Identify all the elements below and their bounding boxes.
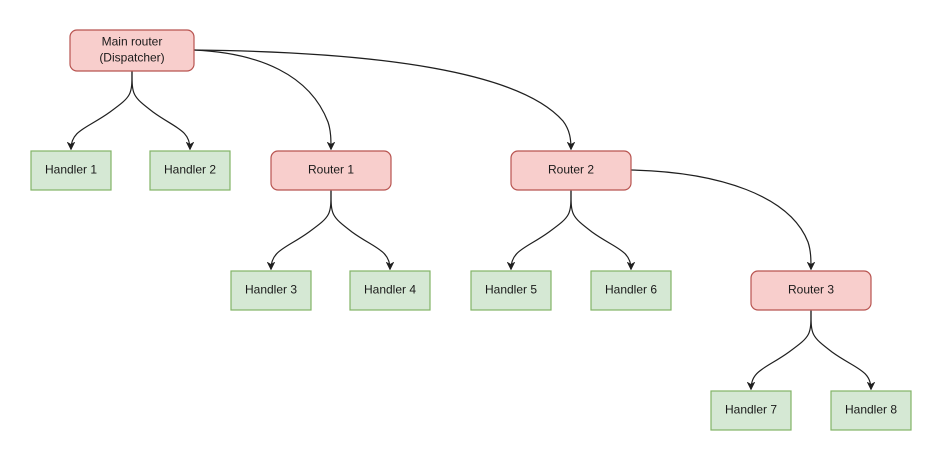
edge-main-to-handler-1[interactable] — [67, 70, 133, 151]
edge-main-to-router-1[interactable] — [193, 49, 335, 151]
node-handler-3[interactable]: Handler 3 — [230, 270, 312, 311]
node-router-1[interactable]: Router 1 — [270, 150, 392, 191]
edge-main-to-router-2[interactable] — [193, 49, 575, 151]
edge-main-to-handler-2[interactable] — [131, 70, 194, 151]
node-handler-5-shape[interactable] — [470, 270, 552, 311]
node-handler-2-shape[interactable] — [149, 150, 231, 191]
node-router-2[interactable]: Router 2 — [510, 150, 632, 191]
edge-router-3-to-handler-8[interactable] — [810, 310, 875, 391]
node-handler-7-shape[interactable] — [710, 390, 792, 431]
node-handler-2[interactable]: Handler 2 — [149, 150, 231, 191]
edge-router-3-to-handler-7[interactable] — [747, 310, 812, 391]
node-main-router[interactable]: Main router(Dispatcher) — [69, 29, 195, 72]
node-handler-5[interactable]: Handler 5 — [470, 270, 552, 311]
node-router-2-shape[interactable] — [510, 150, 632, 191]
node-handler-1-shape[interactable] — [30, 150, 112, 191]
node-router-3[interactable]: Router 3 — [750, 270, 872, 311]
node-main-router-shape[interactable] — [69, 29, 195, 72]
node-handler-4-shape[interactable] — [349, 270, 431, 311]
node-handler-4[interactable]: Handler 4 — [349, 270, 431, 311]
edges-layer — [67, 49, 875, 391]
node-handler-1[interactable]: Handler 1 — [30, 150, 112, 191]
node-handler-7[interactable]: Handler 7 — [710, 390, 792, 431]
node-router-3-shape[interactable] — [750, 270, 872, 311]
node-handler-6-shape[interactable] — [590, 270, 672, 311]
node-handler-3-shape[interactable] — [230, 270, 312, 311]
edge-router-1-to-handler-3[interactable] — [267, 190, 332, 271]
nodes-layer: Main router(Dispatcher) Handler 1 Handler … — [30, 29, 912, 431]
edge-router-2-to-handler-6[interactable] — [570, 190, 635, 271]
edge-router-1-to-handler-4[interactable] — [330, 190, 394, 271]
edge-router-2-to-router-3[interactable] — [630, 169, 815, 271]
edge-router-2-to-handler-5[interactable] — [507, 190, 572, 271]
node-handler-6[interactable]: Handler 6 — [590, 270, 672, 311]
node-handler-8[interactable]: Handler 8 — [830, 390, 912, 431]
node-handler-8-shape[interactable] — [830, 390, 912, 431]
node-router-1-shape[interactable] — [270, 150, 392, 191]
